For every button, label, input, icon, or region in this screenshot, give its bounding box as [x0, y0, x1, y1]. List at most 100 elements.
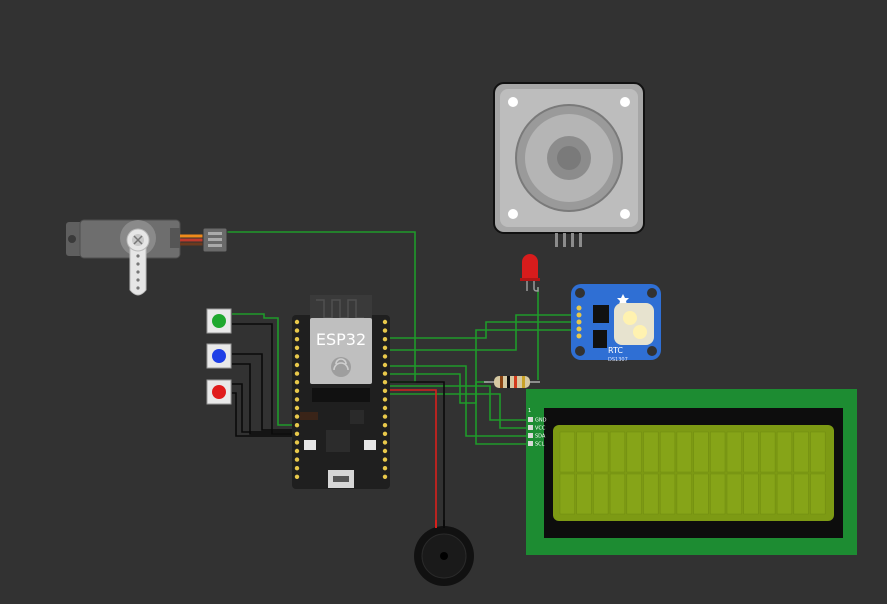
wire-green-button[interactable] — [232, 313, 298, 426]
esp32-pin[interactable] — [294, 354, 300, 359]
lcd-pin-label: VCC — [535, 426, 546, 432]
esp32-label: ESP32 — [316, 330, 366, 349]
esp32-pin[interactable] — [382, 354, 388, 359]
lcd-cell — [559, 431, 575, 473]
lcd-cell — [793, 473, 809, 515]
servo-motor[interactable] — [66, 219, 228, 296]
wire-esp32-to-buzzer[interactable] — [386, 389, 437, 528]
lcd-pin-index: 1 — [528, 408, 531, 414]
wire-blue-button[interactable] — [232, 353, 298, 431]
lcd-cell — [576, 431, 592, 473]
lcd-cell — [609, 473, 626, 515]
esp32-pin[interactable] — [294, 328, 300, 333]
wire-blue-button-gnd[interactable] — [232, 363, 298, 435]
lcd-cell — [743, 473, 759, 515]
wire-esp32-to-rtc-2[interactable] — [386, 314, 575, 351]
lcd-cell — [760, 431, 776, 473]
lcd-pin[interactable] — [528, 417, 533, 422]
esp32-pin[interactable] — [294, 440, 300, 445]
esp32-pin[interactable] — [382, 388, 388, 393]
red-led[interactable] — [520, 254, 540, 292]
esp32-pin[interactable] — [294, 423, 300, 428]
wire-esp32-to-resistor[interactable] — [386, 373, 488, 404]
wire-esp32-to-buzzer-2[interactable] — [386, 381, 445, 528]
esp32-pin[interactable] — [382, 431, 388, 436]
lcd-cell — [643, 473, 659, 515]
lcd-cell — [710, 431, 726, 473]
esp32-pin[interactable] — [382, 337, 388, 342]
wire-red-button[interactable] — [232, 383, 298, 433]
lcd-cell — [793, 431, 809, 473]
esp32-pin[interactable] — [294, 337, 300, 342]
lcd-cell — [609, 431, 626, 473]
esp32-pin[interactable] — [294, 397, 300, 402]
esp32-pin[interactable] — [382, 440, 388, 445]
esp32-pin[interactable] — [294, 380, 300, 385]
lcd-cell — [626, 431, 642, 473]
lcd-cell — [593, 431, 609, 473]
esp32-pin[interactable] — [382, 345, 388, 350]
esp32-pin[interactable] — [294, 414, 300, 419]
lcd-cell — [593, 473, 609, 515]
esp32-pin[interactable] — [382, 380, 388, 385]
esp32-pin[interactable] — [294, 345, 300, 350]
wire-esp32-to-lcd-gnd[interactable] — [386, 385, 530, 421]
stepper-motor[interactable] — [493, 82, 645, 247]
lcd-cell — [693, 473, 709, 515]
esp32-pin[interactable] — [382, 328, 388, 333]
esp32-pin[interactable] — [294, 474, 300, 479]
esp32-pin[interactable] — [294, 371, 300, 376]
esp32-pin[interactable] — [382, 397, 388, 402]
esp32-board[interactable]: ESP32 — [292, 295, 390, 489]
pushbutton-blue[interactable] — [206, 343, 232, 369]
esp32-pin[interactable] — [382, 405, 388, 411]
esp32-pin[interactable] — [294, 466, 300, 471]
lcd-cell — [810, 431, 826, 473]
wire-red-button-gnd[interactable] — [232, 392, 298, 437]
lcd-pin[interactable] — [528, 433, 533, 438]
esp32-pin[interactable] — [382, 466, 388, 471]
mount-hole — [620, 97, 630, 107]
lcd-pin[interactable] — [528, 441, 533, 446]
rtc-chip — [593, 305, 609, 323]
lcd-pin[interactable] — [528, 425, 533, 430]
pushbutton-red[interactable] — [206, 379, 232, 405]
esp32-pin[interactable] — [382, 371, 388, 376]
lcd-cell — [676, 431, 692, 473]
buzzer[interactable] — [414, 520, 474, 586]
lcd-cell — [726, 431, 742, 473]
esp32-pin[interactable] — [294, 388, 300, 393]
esp32-pin[interactable] — [382, 414, 388, 419]
mount-hole — [620, 209, 630, 219]
wire-esp32-to-lcd-vcc[interactable] — [386, 393, 530, 429]
lcd-pin-label: SCL — [535, 442, 545, 448]
esp32-pin[interactable] — [294, 405, 300, 411]
esp32-pin[interactable] — [382, 474, 388, 479]
lcd-pin-label: GND — [535, 418, 547, 424]
esp32-pin[interactable] — [382, 448, 388, 454]
esp32-pin[interactable] — [294, 457, 300, 462]
esp32-pin[interactable] — [294, 448, 300, 454]
esp32-pin[interactable] — [382, 423, 388, 428]
wire-esp32-to-rtc-3[interactable] — [386, 365, 530, 437]
stepper-pins — [555, 233, 582, 247]
esp32-pin[interactable] — [294, 319, 300, 325]
esp32-pin[interactable] — [382, 457, 388, 462]
esp32-pins-right — [382, 319, 388, 479]
esp32-pin[interactable] — [294, 431, 300, 436]
mount-hole — [508, 97, 518, 107]
esp32-pin[interactable] — [294, 362, 300, 368]
mount-hole — [508, 209, 518, 219]
rtc-module[interactable]: RTC DS1307 — [571, 284, 661, 363]
esp32-pin[interactable] — [382, 362, 388, 368]
lcd-cell — [776, 431, 793, 473]
esp32-pin[interactable] — [382, 319, 388, 325]
servo-horn[interactable] — [126, 228, 150, 296]
lcd-cell — [559, 473, 575, 515]
pushbutton-green[interactable] — [206, 308, 232, 334]
lcd-cell — [693, 431, 709, 473]
resistor[interactable] — [484, 376, 540, 388]
